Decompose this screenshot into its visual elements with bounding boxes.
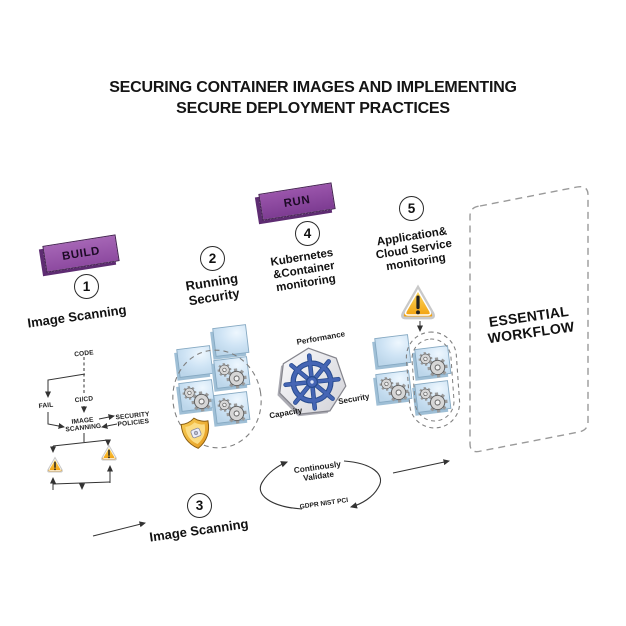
cycle-left-arc bbox=[259, 461, 303, 510]
container-tile-gears bbox=[211, 357, 251, 392]
flowchart-fail-label: FAIL bbox=[38, 401, 54, 411]
app-cloud-monitoring-graphic bbox=[371, 285, 461, 429]
page-title-line1: SECURING CONTAINER IMAGES AND IMPLEMENTI… bbox=[109, 79, 517, 96]
run-badge-label: RUN bbox=[282, 193, 312, 210]
monitoring-scope-dashed-pill-inner bbox=[411, 338, 455, 422]
warning-triangle-icon bbox=[47, 457, 63, 473]
build-flowchart bbox=[45, 357, 118, 490]
security-shield-icon bbox=[180, 417, 210, 449]
build-badge-label: BUILD bbox=[61, 244, 101, 263]
page-title-line2: SECURE DEPLOYMENT PRACTICES bbox=[176, 99, 450, 117]
monitoring-scope-dashed-pill-outer bbox=[405, 331, 461, 429]
running-security-graphic bbox=[172, 324, 262, 449]
scan-to-policies-arrow bbox=[98, 414, 115, 421]
step-3-number: 3 bbox=[187, 493, 212, 518]
container-tile-gears bbox=[211, 392, 251, 427]
step-4-number: 4 bbox=[295, 221, 320, 246]
container-tile-gears bbox=[373, 371, 413, 406]
kubernetes-helm-icon bbox=[277, 347, 347, 417]
container-tile-gears bbox=[412, 381, 452, 416]
fail-to-scan-arrow bbox=[47, 412, 65, 429]
policies-to-scan-arrow bbox=[101, 422, 118, 429]
cycle-arrows bbox=[259, 460, 381, 510]
step-2-number: 2 bbox=[200, 246, 225, 271]
warning-triangle-icon bbox=[101, 445, 117, 461]
split-line bbox=[52, 439, 109, 447]
branch-to-fail-arrow bbox=[45, 373, 86, 398]
step-1-number: 1 bbox=[74, 274, 99, 299]
essential-workflow-box bbox=[469, 185, 589, 453]
step-5-number: 5 bbox=[399, 196, 424, 221]
container-tile bbox=[371, 334, 412, 371]
warning-triangle-icon bbox=[400, 285, 436, 320]
container-tile-gears bbox=[412, 346, 452, 381]
arrow-to-workflow bbox=[392, 459, 450, 474]
container-tile bbox=[209, 324, 250, 361]
cycle-right-arc bbox=[343, 460, 381, 509]
arrow-to-step3 bbox=[92, 521, 146, 537]
security-scope-dashed-ellipse bbox=[172, 349, 262, 449]
page-title: SECURING CONTAINER IMAGES AND IMPLEMENTI… bbox=[0, 78, 626, 120]
container-tile-gears bbox=[176, 380, 216, 415]
